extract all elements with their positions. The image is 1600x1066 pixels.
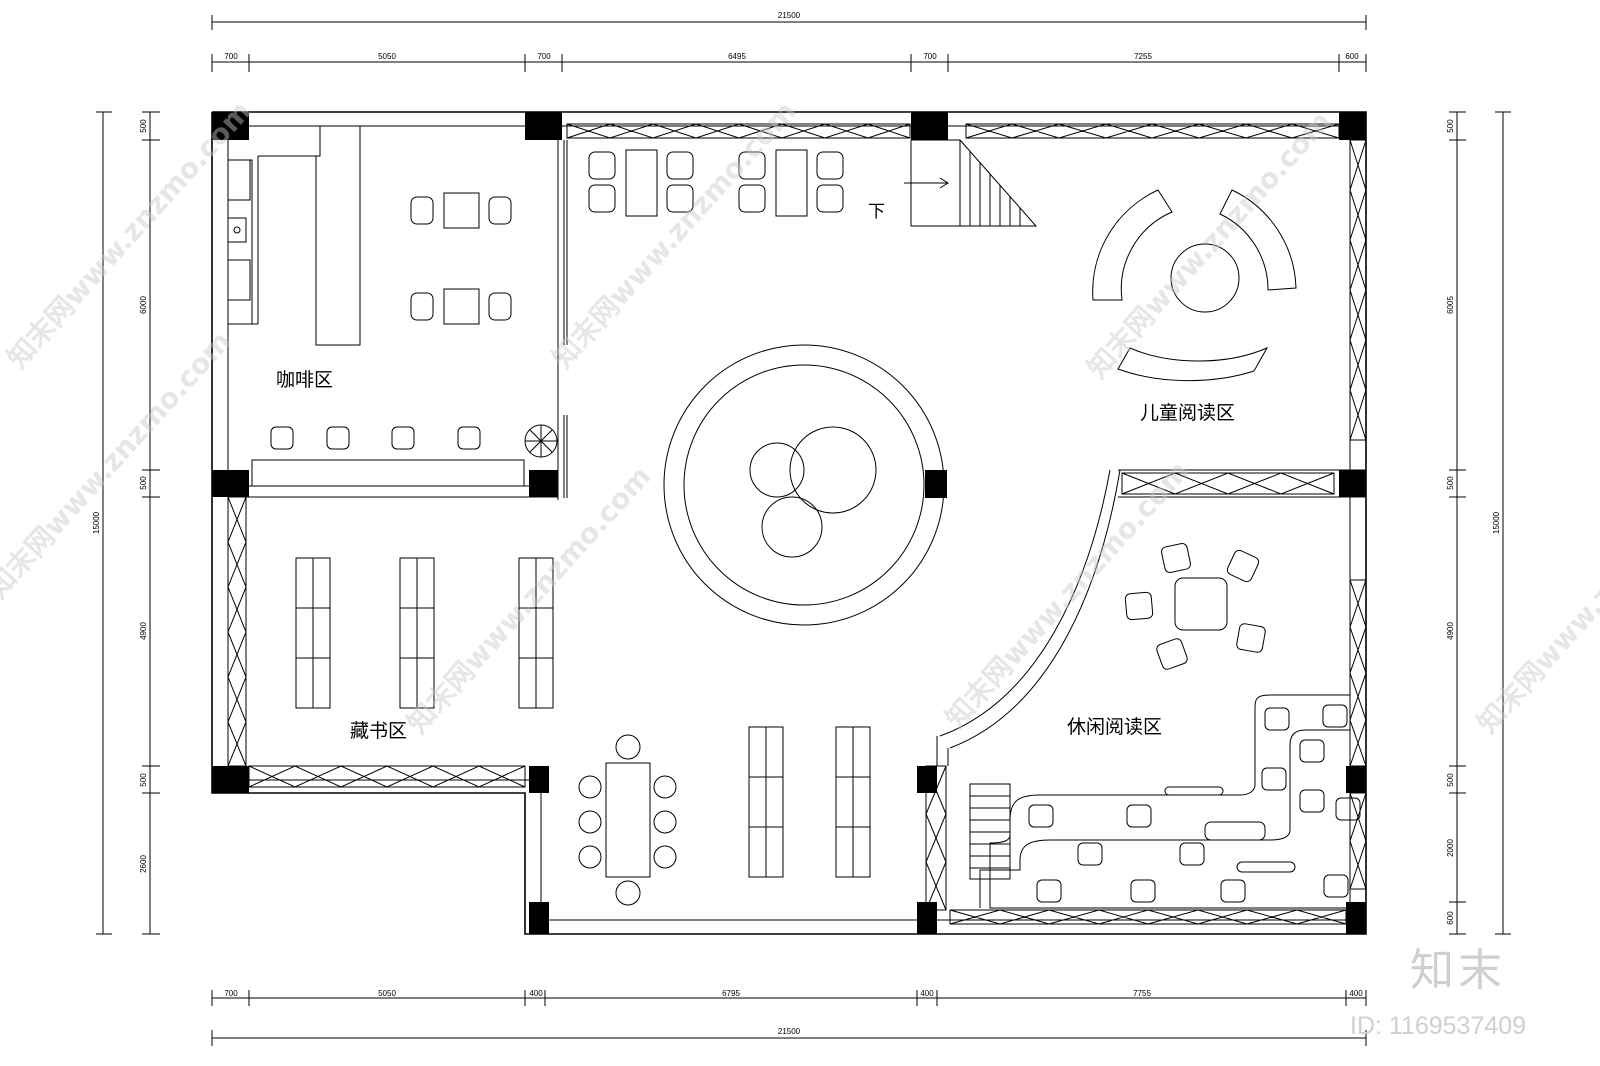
watermark-text-4: 知末网www.znzmo.com xyxy=(0,325,237,605)
left-dim-5: 500 xyxy=(139,773,148,787)
book-storage-label: 藏书区 xyxy=(350,720,407,742)
left-total-dim: 15000 xyxy=(92,511,101,534)
children-reading-label: 儿童阅读区 xyxy=(1140,402,1235,424)
top-dim-7: 600 xyxy=(1345,52,1359,61)
top-dim-3: 700 xyxy=(537,52,551,61)
watermark-text-3: 知末网www.znzmo.com xyxy=(1081,105,1338,385)
watermark-text-2: 知末网www.znzmo.com xyxy=(546,95,803,375)
right-dim-3: 500 xyxy=(1446,476,1455,490)
structural-columns xyxy=(212,112,1366,934)
image-id-text: ID: 1169537409 xyxy=(1350,1012,1526,1040)
right-dim-5: 500 xyxy=(1446,773,1455,787)
right-dim-6: 2000 xyxy=(1446,839,1455,857)
coffee-zone: 咖啡区 xyxy=(227,125,558,487)
left-dim-1: 500 xyxy=(139,119,148,133)
top-dim-4: 6495 xyxy=(728,52,746,61)
right-dim-7: 600 xyxy=(1446,911,1455,925)
leisure-reading-zone: 休闲阅读区 xyxy=(969,543,1361,909)
coffee-zone-label: 咖啡区 xyxy=(276,369,333,391)
bottom-dim-6: 7755 xyxy=(1133,989,1151,998)
top-center-tables xyxy=(588,149,844,217)
brand-stamp: 知末 ID: 1169537409 xyxy=(1350,945,1526,1040)
dimension-lines: 21500 700 5050 700 6495 700 7255 600 700… xyxy=(92,11,1511,1046)
bottom-dim-4: 6795 xyxy=(722,989,740,998)
walls xyxy=(211,111,1367,935)
top-dim-5: 700 xyxy=(923,52,937,61)
central-round-feature xyxy=(663,344,945,626)
bottom-dim-1: 700 xyxy=(224,989,238,998)
children-reading-zone: 儿童阅读区 xyxy=(1092,189,1297,424)
watermark-text-7: 知末网www.znzmo.com xyxy=(1471,460,1600,740)
leisure-reading-label: 休闲阅读区 xyxy=(1067,716,1162,738)
watermark-text-6: 知末网www.znzmo.com xyxy=(939,455,1196,735)
book-storage-zone: 藏书区 xyxy=(295,557,554,742)
left-dim-4: 4900 xyxy=(139,622,148,640)
right-dim-4: 4900 xyxy=(1446,622,1455,640)
right-total-dim: 15000 xyxy=(1492,511,1501,534)
watermark-text-5: 知末网www.znzmo.com xyxy=(401,460,658,740)
brand-logo-text: 知末 xyxy=(1410,945,1506,996)
right-dim-1: 500 xyxy=(1446,119,1455,133)
right-dim-2: 6005 xyxy=(1446,296,1455,314)
bottom-dim-5: 400 xyxy=(920,989,934,998)
stairs-down: 下 xyxy=(868,139,1038,227)
bottom-dim-7: 400 xyxy=(1349,989,1363,998)
bottom-total-dim: 21500 xyxy=(778,1027,801,1036)
bottom-center-furniture xyxy=(578,726,871,906)
left-dim-6: 2600 xyxy=(139,855,148,873)
stairs-down-label: 下 xyxy=(868,202,885,222)
top-total-dim: 21500 xyxy=(778,11,801,20)
left-dim-2: 6000 xyxy=(139,296,148,314)
window-strips xyxy=(227,123,1367,925)
top-dim-1: 700 xyxy=(224,52,238,61)
top-dim-2: 5050 xyxy=(378,52,396,61)
bottom-dim-2: 5050 xyxy=(378,989,396,998)
top-dim-6: 7255 xyxy=(1134,52,1152,61)
bottom-dim-3: 400 xyxy=(529,989,543,998)
left-dim-3: 500 xyxy=(139,476,148,490)
